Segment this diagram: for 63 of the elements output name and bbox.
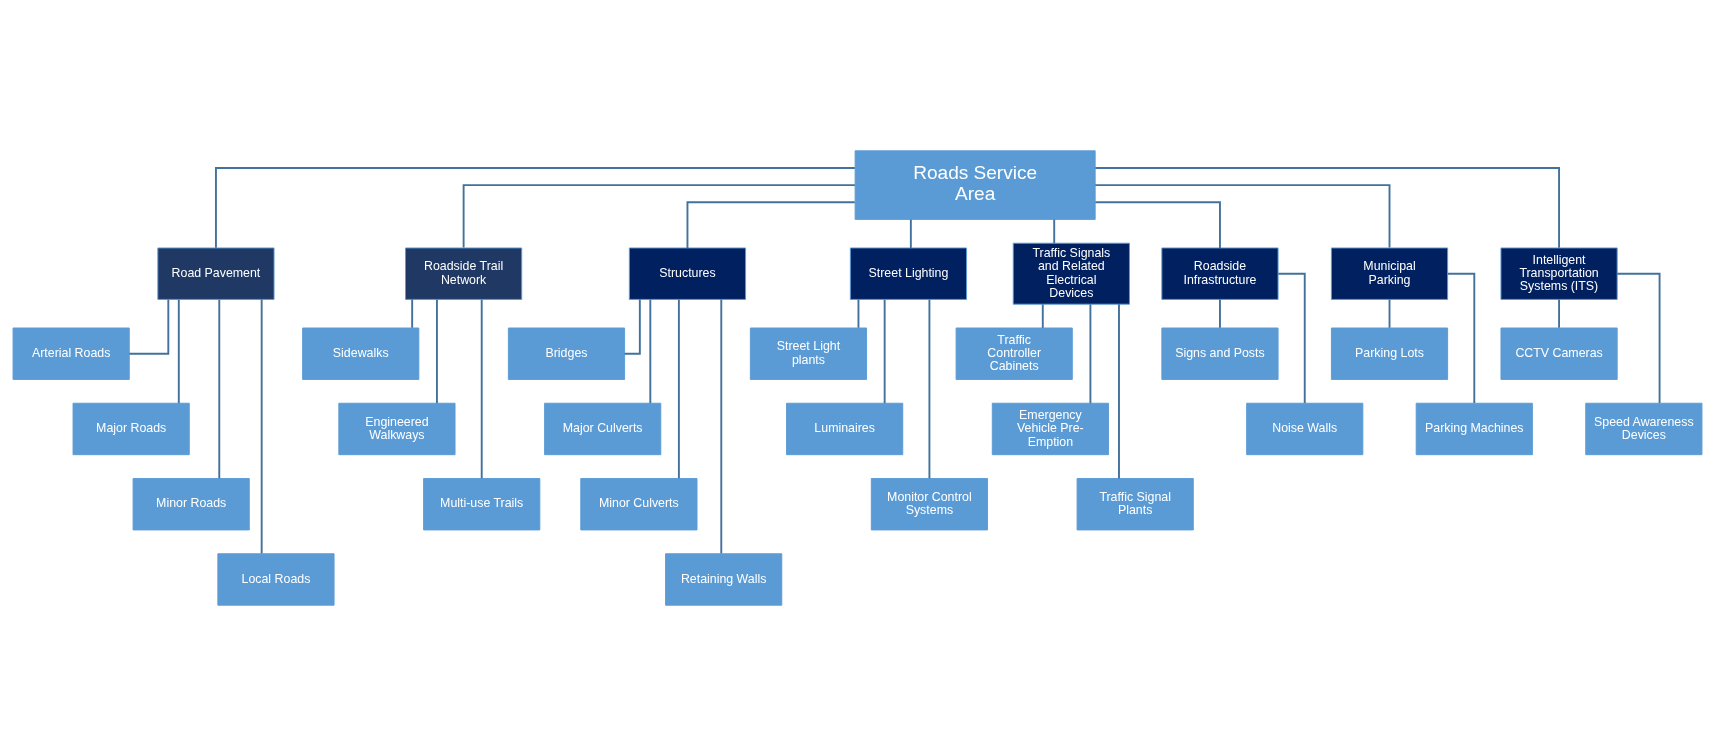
node-box: Street Lighting [849, 247, 968, 300]
node-box: Roadside Infrastructure [1161, 247, 1279, 300]
connector [1089, 302, 1092, 404]
node-box: Monitor Control Systems [870, 477, 988, 530]
connector [1277, 272, 1306, 404]
node-box: Traffic Controller Cabinets [955, 327, 1073, 380]
connector [1558, 298, 1561, 329]
node-box: Roads Service Area [854, 149, 1096, 220]
connector [928, 298, 931, 479]
node-box: Street Light plants [749, 327, 868, 380]
connector [177, 298, 180, 404]
node-box: Road Pavement [157, 247, 275, 300]
connector [1219, 298, 1221, 329]
connector [462, 183, 856, 249]
node-box: Municipal Parking [1330, 247, 1449, 300]
connector [1041, 302, 1044, 329]
node-box: Traffic Signals and Related Electrical Devices [1012, 242, 1130, 305]
connector [1094, 200, 1221, 249]
connector [128, 298, 170, 355]
node-box: Minor Culverts [580, 477, 698, 530]
node-box: Major Roads [72, 402, 190, 455]
connector [720, 298, 723, 554]
node-box: Parking Lots [1330, 327, 1449, 380]
node-box: Bridges [507, 327, 626, 380]
node-box: Parking Machines [1415, 402, 1533, 455]
node-box: Intelligent Transportation Systems (ITS) [1500, 247, 1618, 300]
connector [215, 166, 856, 249]
connector [480, 298, 483, 479]
connector [686, 200, 856, 249]
node-box: Signs and Posts [1161, 327, 1279, 380]
connector [1053, 218, 1056, 244]
connector [1388, 298, 1391, 329]
connector [1118, 302, 1120, 479]
connector [883, 298, 886, 404]
connector [260, 298, 263, 554]
node-box: CCTV Cameras [1500, 327, 1618, 380]
node-box: Luminaires [786, 402, 904, 455]
connector [411, 298, 414, 329]
node-box: Engineered Walkways [338, 402, 456, 455]
connector [218, 298, 221, 479]
node-box: Retaining Walls [665, 552, 783, 606]
node-box: Roadside Trail Network [405, 247, 523, 300]
node-box: Sidewalks [302, 327, 420, 380]
node-box: Arterial Roads [12, 327, 130, 380]
connector [436, 298, 438, 404]
connector [649, 298, 652, 404]
node-box: Structures [628, 247, 747, 300]
node-box: Major Culverts [544, 402, 662, 455]
node-box: Traffic Signal Plants [1076, 477, 1194, 530]
node-box: Multi-use Trails [423, 477, 541, 530]
connector [1616, 272, 1661, 404]
node-box: Noise Walls [1246, 402, 1364, 455]
node-box: Speed Awareness Devices [1585, 402, 1703, 455]
node-box: Emergency Vehicle Pre-Emption [991, 402, 1109, 455]
connector [1447, 272, 1476, 404]
connector [857, 298, 860, 329]
connector [677, 298, 680, 479]
connector [909, 218, 912, 249]
node-box: Local Roads [217, 552, 335, 606]
connector [1094, 183, 1391, 249]
connector [623, 298, 641, 355]
node-box: Minor Roads [132, 477, 250, 530]
connector [1094, 166, 1561, 249]
